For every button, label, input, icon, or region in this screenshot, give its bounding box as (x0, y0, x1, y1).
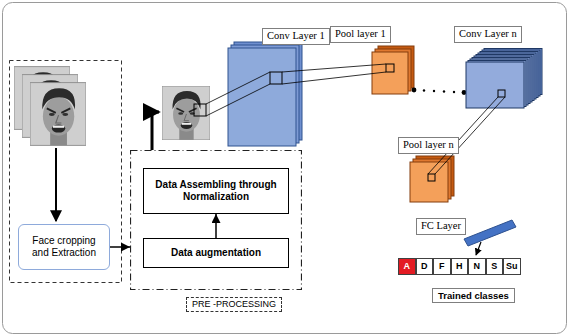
ellipsis-dot (453, 91, 455, 93)
node-text: Pool layer n (403, 139, 454, 152)
projection-line (428, 97, 498, 174)
projection-line (435, 97, 505, 174)
node-text: F (439, 262, 445, 271)
kernel-window (194, 104, 206, 116)
projection-line (206, 72, 270, 104)
kernel-window (270, 72, 282, 84)
node-text: Data augmentation (171, 247, 261, 259)
pool-feature-map (410, 162, 448, 202)
preprocessing-group: PRE -PROCESSINGData Assembling through N… (130, 150, 302, 290)
face-image (162, 86, 210, 140)
dash-dot-border (131, 151, 302, 290)
kernel-window (428, 174, 435, 181)
projection-line (282, 72, 386, 84)
node-text: N (474, 262, 481, 271)
fc-layer-bar (464, 220, 516, 246)
conv-feature-map (466, 62, 524, 108)
flow-arrow (55, 148, 57, 221)
node-text: D (421, 262, 428, 271)
node-text: Pool layer 1 (335, 28, 386, 41)
projection-line (282, 64, 386, 72)
class-cell: F (433, 258, 451, 275)
flow-arrow (110, 246, 130, 248)
conv-feature-map (228, 48, 296, 146)
node-text: Trained classes (438, 290, 509, 301)
layer-label: Conv Layer 1 (262, 28, 330, 45)
process-box: Face cropping and Extraction (18, 224, 110, 270)
node-text: Face cropping and Extraction (23, 235, 105, 259)
ellipsis-dot (433, 90, 435, 92)
flow-arrow (215, 214, 217, 238)
node-text: Data Assembling through Normalization (148, 179, 284, 203)
layer-label: FC Layer (416, 218, 466, 235)
projection-line (206, 84, 270, 116)
layer-label: Pool layer 1 (330, 26, 391, 43)
ellipsis-dot (423, 89, 425, 91)
class-cell: Su (503, 258, 521, 275)
node-text: Su (506, 262, 518, 271)
node-text: Conv Layer 1 (267, 30, 325, 43)
layer-label: Pool layer n (398, 137, 459, 154)
ellipsis-dot (443, 90, 445, 92)
class-cell: S (486, 258, 504, 275)
conv-stack (466, 49, 542, 109)
ellipsis-dot (412, 88, 417, 93)
output-arrow (476, 242, 481, 255)
kernel-window (498, 90, 505, 97)
input-dashed-box (10, 61, 122, 283)
process-box: Data augmentation (143, 238, 289, 268)
node-text: FC Layer (421, 220, 461, 233)
process-box: Data Assembling through Normalization (143, 168, 289, 214)
node-text: A (404, 262, 411, 271)
kernel-window (386, 64, 394, 72)
class-cell: N (468, 258, 486, 275)
class-caption: Trained classes (432, 288, 515, 303)
node-text: Conv Layer n (459, 28, 517, 41)
outer-frame (3, 3, 567, 334)
node-text: S (491, 262, 497, 271)
group-heading: PRE -PROCESSING (186, 297, 282, 312)
class-cell: A (398, 258, 416, 275)
class-cell: H (451, 258, 469, 275)
layer-label: Conv Layer n (454, 26, 522, 43)
class-cell: D (416, 258, 434, 275)
flow-arrow (152, 112, 159, 150)
face-image (30, 83, 86, 146)
node-text: H (456, 262, 463, 271)
